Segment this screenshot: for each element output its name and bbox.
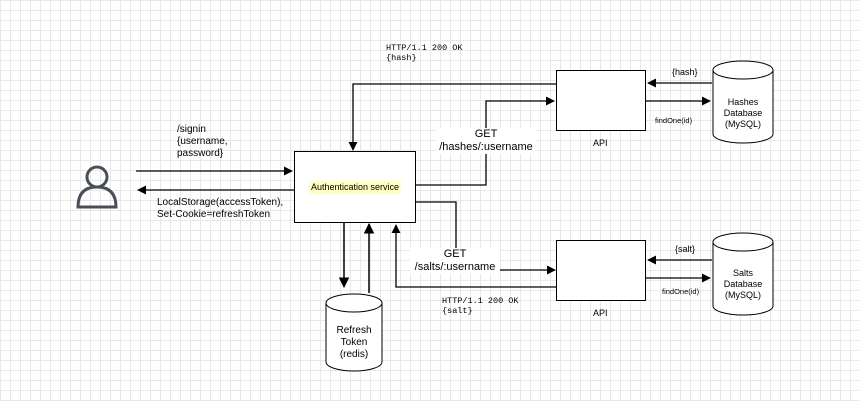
- hashes-api-label: API: [593, 138, 608, 148]
- find-one-hashes-label: findOne(id): [655, 116, 693, 125]
- salts-api-label: API: [593, 308, 608, 318]
- user-icon: [76, 165, 118, 209]
- response-to-user-label: LocalStorage(accessToken), Set-Cookie=re…: [157, 197, 284, 220]
- refresh-token-db-shape: [325, 293, 383, 372]
- hashes-api-node: [556, 70, 646, 131]
- hashes-database-shape: [712, 60, 774, 144]
- salts-api-node: [556, 240, 646, 301]
- hashes-database-label: Hashes Database (MySQL): [723, 97, 763, 129]
- http-salt-label: HTTP/1.1 200 OK {salt}: [442, 296, 519, 316]
- edge-http-hash: [348, 83, 556, 151]
- signin-label: /signin {username, password}: [177, 124, 228, 159]
- authentication-service-node: Authentication service: [294, 151, 416, 223]
- salts-database-shape: [712, 232, 774, 316]
- edge-http-salt: [391, 224, 556, 288]
- http-hash-label: HTTP/1.1 200 OK {hash}: [386, 43, 463, 63]
- edge-get-salts: [416, 201, 556, 275]
- get-hashes-label: GET /hashes/:username: [436, 128, 536, 154]
- refresh-token-label: Refresh Token (redis): [336, 325, 372, 360]
- hash-return-label: {hash}: [672, 67, 698, 77]
- salts-database-label: Salts Database (MySQL): [723, 268, 763, 300]
- find-one-salts-label: findOne(id): [662, 287, 700, 296]
- salt-return-label: {salt}: [675, 244, 696, 254]
- authentication-service-label: Authentication service: [308, 180, 402, 194]
- get-salts-label: GET /salts/:username: [410, 248, 500, 274]
